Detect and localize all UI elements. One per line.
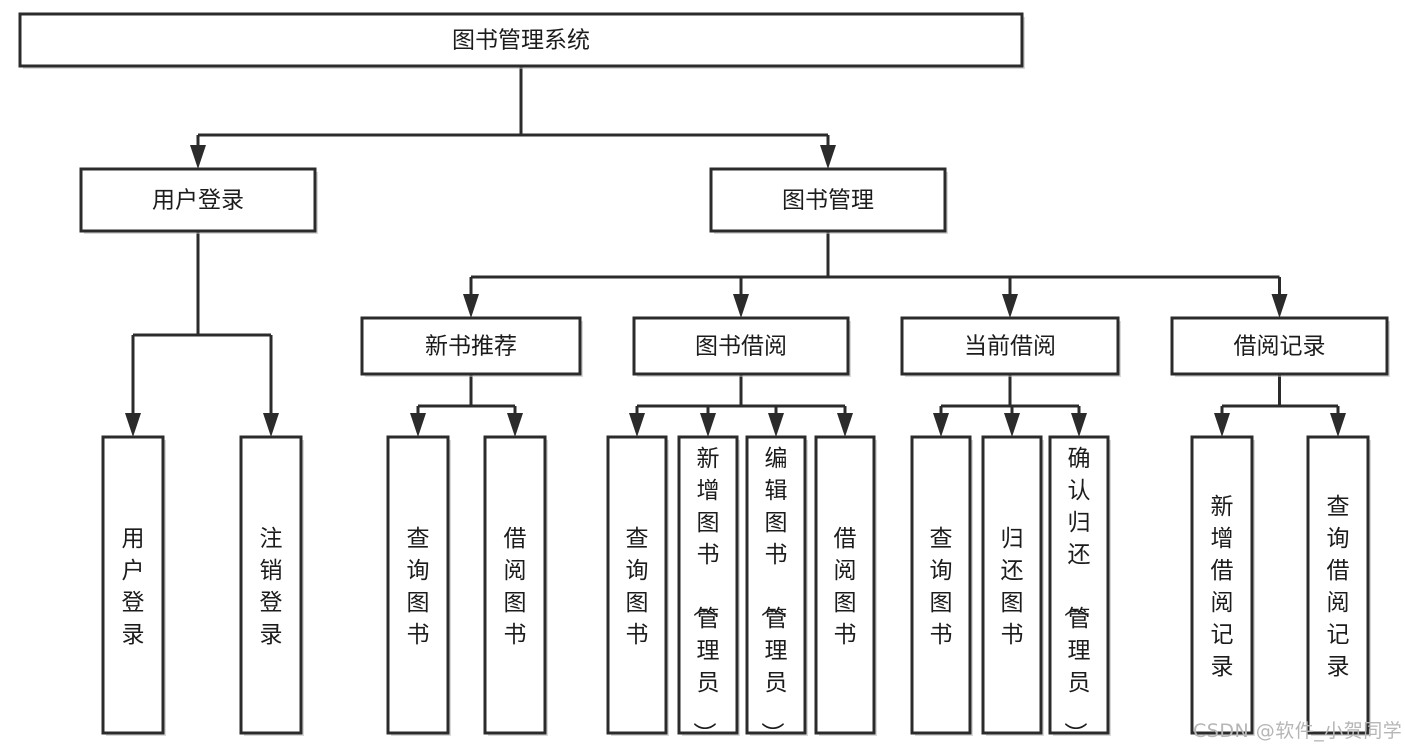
node-label: 图书管理: [782, 188, 874, 214]
node-label: 借阅图书: [834, 526, 857, 648]
node-leaf-add-book[interactable]: 新增图书（管理员）: [677, 435, 740, 745]
node-label: 确认归还（管理员）: [1062, 446, 1091, 745]
node-box[interactable]: [79, 167, 317, 233]
node-book-manage[interactable]: 图书管理: [709, 167, 948, 234]
node-leaf-return-book[interactable]: 归还图书: [981, 435, 1044, 736]
node-leaf-query-record[interactable]: 查询借阅记录: [1306, 435, 1371, 736]
node-box[interactable]: [483, 435, 547, 735]
node-label: 当前借阅: [964, 334, 1056, 360]
node-box[interactable]: [981, 435, 1043, 735]
node-label: 新增借阅记录: [1211, 494, 1234, 680]
edge-group-new-book-rec: [410, 374, 523, 437]
node-leaf-edit-book[interactable]: 编辑图书（管理员）: [745, 435, 808, 745]
node-label: 图书借阅: [695, 334, 787, 360]
node-label: 新书推荐: [425, 334, 517, 360]
node-current-borrow[interactable]: 当前借阅: [900, 316, 1121, 377]
edge-group-borrow-record: [1214, 374, 1346, 437]
edge-group-book-manage: [463, 231, 1288, 318]
node-new-book-rec[interactable]: 新书推荐: [360, 316, 583, 377]
node-box[interactable]: [101, 435, 165, 735]
node-label: 查询图书: [407, 526, 430, 648]
node-box[interactable]: [1306, 435, 1370, 735]
node-box[interactable]: [745, 435, 807, 735]
node-label: 编辑图书（管理员）: [759, 446, 788, 745]
edge-group-book-borrow: [629, 374, 853, 437]
node-leaf-borrow-book-1[interactable]: 借阅图书: [483, 435, 548, 736]
node-box[interactable]: [1170, 316, 1389, 376]
node-leaf-query-book-2[interactable]: 查询图书: [606, 435, 669, 736]
node-leaf-user-login[interactable]: 用户登录: [101, 435, 166, 736]
node-leaf-query-book-1[interactable]: 查询图书: [386, 435, 451, 736]
node-book-borrow[interactable]: 图书借阅: [632, 316, 851, 377]
node-box[interactable]: [900, 316, 1120, 376]
node-label: 查询图书: [930, 526, 953, 648]
node-box[interactable]: [632, 316, 850, 376]
node-leaf-confirm-return[interactable]: 确认归还（管理员）: [1048, 435, 1111, 745]
node-leaf-query-book-3[interactable]: 查询图书: [910, 435, 973, 736]
csdn-watermark: CSDN @软件_小贺同学: [1193, 720, 1403, 742]
node-leaf-borrow-book-2[interactable]: 借阅图书: [814, 435, 877, 736]
node-label: 查询借阅记录: [1327, 494, 1350, 680]
node-box[interactable]: [18, 12, 1024, 68]
nodes-layer: 图书管理系统用户登录图书管理新书推荐图书借阅当前借阅借阅记录用户登录注销登录查询…: [18, 12, 1390, 745]
node-user-login[interactable]: 用户登录: [79, 167, 318, 234]
node-borrow-record[interactable]: 借阅记录: [1170, 316, 1390, 377]
node-label: 查询图书: [626, 526, 649, 648]
node-box[interactable]: [709, 167, 947, 233]
node-box[interactable]: [1048, 435, 1110, 735]
node-label: 注销登录: [260, 526, 283, 648]
edge-group-current-borrow: [933, 374, 1087, 437]
node-label: 用户登录: [152, 188, 244, 214]
node-root[interactable]: 图书管理系统: [18, 12, 1025, 69]
node-label: 新增图书（管理员）: [691, 446, 720, 745]
edges-layer: [125, 66, 1346, 437]
node-label: 归还图书: [1001, 526, 1024, 648]
node-label: 图书管理系统: [452, 28, 590, 54]
node-box[interactable]: [910, 435, 972, 735]
edge-group-user-login: [125, 231, 279, 437]
node-box[interactable]: [360, 316, 582, 376]
node-box[interactable]: [677, 435, 739, 735]
node-leaf-add-record[interactable]: 新增借阅记录: [1190, 435, 1255, 736]
node-box[interactable]: [1190, 435, 1254, 735]
node-box[interactable]: [386, 435, 450, 735]
node-label: 借阅图书: [504, 526, 527, 648]
node-label: 借阅记录: [1234, 334, 1326, 360]
node-box[interactable]: [606, 435, 668, 735]
node-box[interactable]: [239, 435, 303, 735]
node-leaf-logout[interactable]: 注销登录: [239, 435, 304, 736]
edge-group-root: [190, 66, 836, 169]
node-label: 用户登录: [122, 526, 145, 648]
node-box[interactable]: [814, 435, 876, 735]
